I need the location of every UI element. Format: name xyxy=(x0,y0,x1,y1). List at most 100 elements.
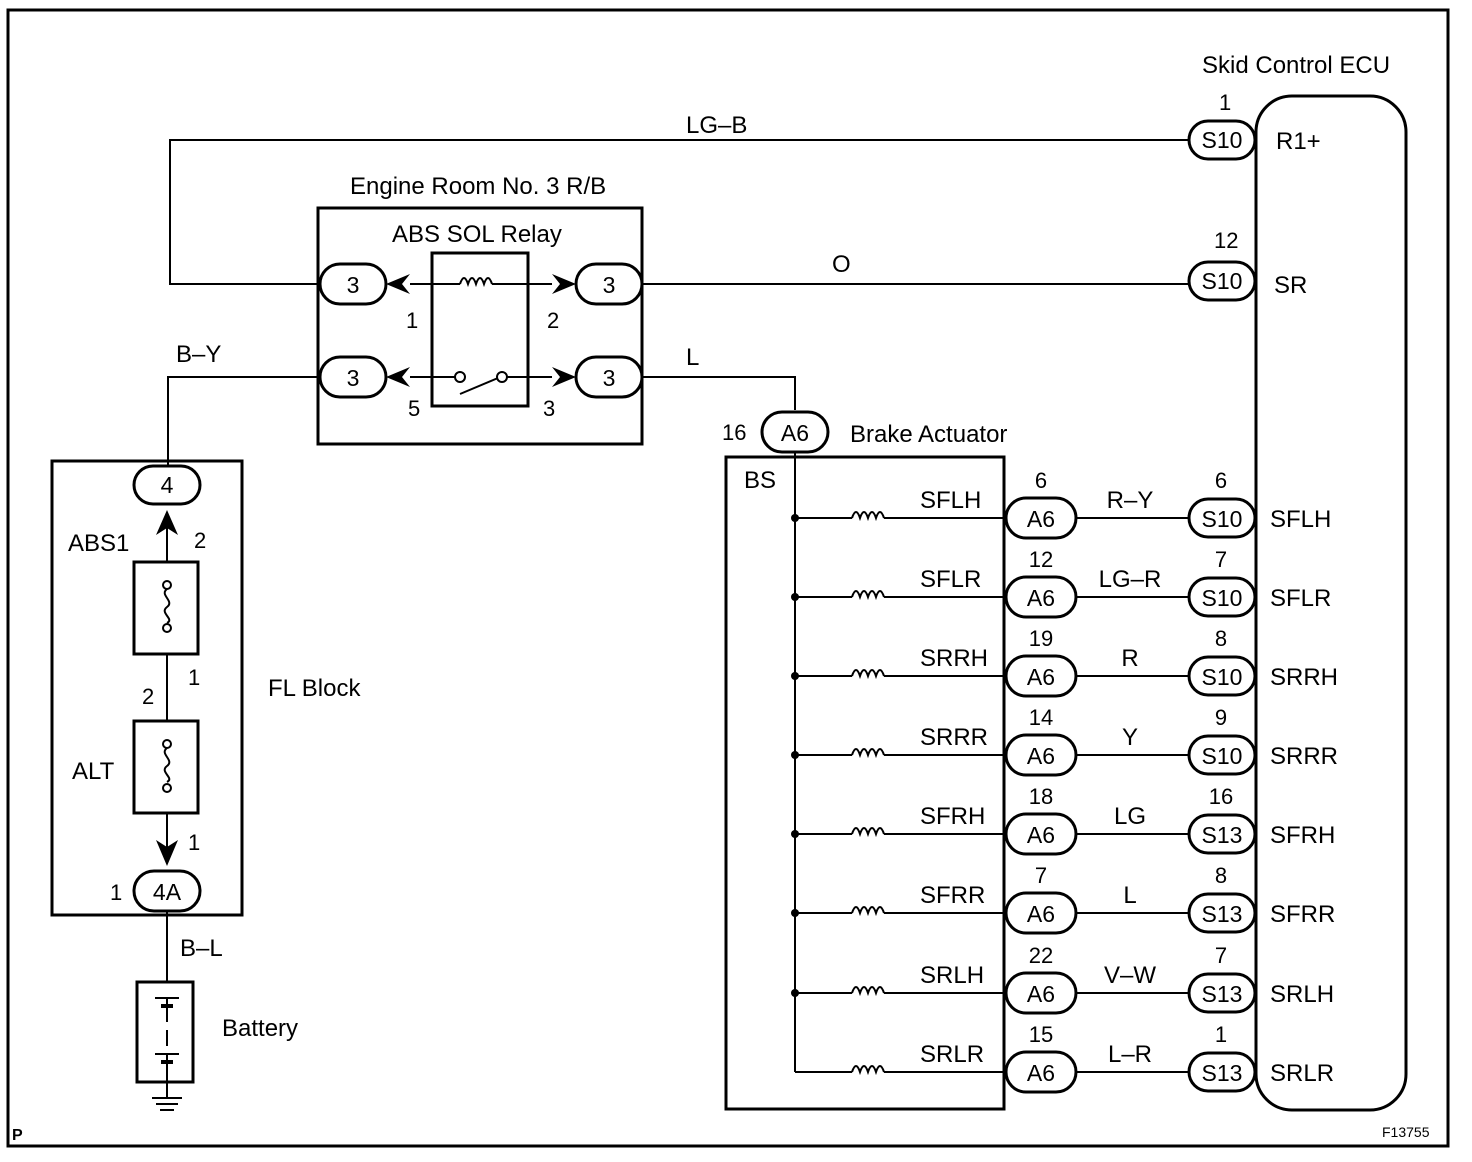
actuator-pin: 16 xyxy=(722,420,746,445)
actuator-row-connector-label: A6 xyxy=(1027,1060,1055,1086)
ecu-title: Skid Control ECU xyxy=(1202,52,1390,79)
wire-b-y xyxy=(167,376,320,466)
fl-block-frame xyxy=(50,459,244,917)
abs1-fuse-contact-top xyxy=(162,580,172,590)
battery-body xyxy=(135,980,195,1084)
solenoid-name: SFLH xyxy=(920,487,981,514)
ecu-sr-connector xyxy=(1187,260,1257,302)
fl-block-title: FL Block xyxy=(268,675,361,702)
alt-terminal-arrow xyxy=(156,840,178,866)
solenoid-coil-icon xyxy=(851,827,885,838)
signal-wire-color: R–Y xyxy=(1107,487,1154,514)
ecu-row-terminal: SFRR xyxy=(1270,901,1335,928)
ecu-sr-terminal: SR xyxy=(1274,272,1307,299)
relay-switch-blade-icon xyxy=(459,377,499,395)
fl-top-connector xyxy=(132,464,202,506)
fl-top-connector-label: 4 xyxy=(161,472,174,498)
wire-lg-b xyxy=(169,139,1189,285)
relay-terminal-3-arrow xyxy=(552,367,576,387)
ecu-row-connector-label: S13 xyxy=(1202,1060,1243,1086)
actuator-connector-label: A6 xyxy=(781,420,809,446)
ecu-row-pin: 6 xyxy=(1215,468,1227,493)
ecu-sr-pin: 12 xyxy=(1214,228,1238,253)
ecu-body xyxy=(1254,94,1408,1112)
relay-pin-5: 5 xyxy=(408,396,420,421)
ecu-row-connector xyxy=(1187,892,1257,934)
solenoid-coil-icon xyxy=(851,986,885,997)
ecu-row-connector xyxy=(1187,972,1257,1014)
signal-wire-color: L–R xyxy=(1108,1041,1152,1068)
ecu-r1-pin: 1 xyxy=(1219,90,1231,115)
solenoid-name: SFRR xyxy=(920,882,985,909)
actuator-row-connector-label: A6 xyxy=(1027,822,1055,848)
ecu-row-connector-label: S13 xyxy=(1202,901,1243,927)
ecu-r1-connector-label: S10 xyxy=(1202,127,1243,153)
solenoid-coil-icon xyxy=(851,1065,885,1076)
alt-pin-top: 2 xyxy=(142,684,154,709)
relay-conn-tl-label: 3 xyxy=(347,272,360,298)
solenoid-coil-icon xyxy=(851,669,885,680)
solenoid-coil-icon xyxy=(851,748,885,759)
relay-conn-br-label: 3 xyxy=(603,365,616,391)
actuator-row-pin: 6 xyxy=(1035,468,1047,493)
ecu-row-terminal: SFRH xyxy=(1270,822,1335,849)
ecu-row-connector-label: S13 xyxy=(1202,981,1243,1007)
alt-fuse-icon xyxy=(163,747,171,783)
ecu-row-connector xyxy=(1187,497,1257,539)
solenoid-name: SRRH xyxy=(920,645,988,672)
wire-lg-b-label: LG–B xyxy=(686,112,747,139)
actuator-row-pin: 14 xyxy=(1029,705,1053,730)
page-frame xyxy=(6,8,1450,1148)
actuator-title: Brake Actuator xyxy=(850,421,1007,448)
ecu-row-pin: 9 xyxy=(1215,705,1227,730)
relay-switch-contact-right xyxy=(496,371,508,383)
ecu-row-pin: 7 xyxy=(1215,943,1227,968)
relay-switch-contact-left xyxy=(454,371,466,383)
alt-label: ALT xyxy=(72,758,115,785)
relay-conn-tr-label: 3 xyxy=(603,272,616,298)
abs1-fuse-icon xyxy=(163,588,171,624)
solenoid-coil-icon xyxy=(851,511,885,522)
ecu-row-connector-label: S13 xyxy=(1202,822,1243,848)
ecu-row-connector-label: S10 xyxy=(1202,506,1243,532)
wire-o-label: O xyxy=(832,251,851,278)
wire-b-l-label: B–L xyxy=(180,935,223,962)
solenoid-coil-icon xyxy=(851,590,885,601)
signal-wire-color: V–W xyxy=(1104,962,1156,989)
relay-terminal-2-arrow xyxy=(552,274,576,294)
abs1-label: ABS1 xyxy=(68,530,129,557)
figure-id: F13755 xyxy=(1382,1124,1430,1140)
ecu-r1-terminal: R1+ xyxy=(1276,128,1321,155)
actuator-row-pin: 19 xyxy=(1029,626,1053,651)
solenoid-name: SFLR xyxy=(920,566,981,593)
solenoid-name: SRLR xyxy=(920,1041,984,1068)
ecu-row-terminal: SRLR xyxy=(1270,1060,1334,1087)
actuator-row-pin: 15 xyxy=(1029,1022,1053,1047)
ecu-row-pin: 1 xyxy=(1215,1022,1227,1047)
actuator-bs-label: BS xyxy=(744,467,776,494)
ecu-sr-connector-label: S10 xyxy=(1202,268,1243,294)
ecu-row-connector-label: S10 xyxy=(1202,585,1243,611)
corner-label: P xyxy=(12,1127,23,1144)
ecu-row-pin: 8 xyxy=(1215,863,1227,888)
relay-block-title: Engine Room No. 3 R/B xyxy=(350,173,606,200)
abs1-fuse-contact-bottom xyxy=(162,623,172,633)
ecu-row-pin: 7 xyxy=(1215,547,1227,572)
alt-fuse-contact-bottom xyxy=(162,783,172,793)
ecu-row-connector-label: S10 xyxy=(1202,664,1243,690)
relay-pin-2: 2 xyxy=(547,308,559,333)
actuator-row-pin: 7 xyxy=(1035,863,1047,888)
actuator-row-pin: 22 xyxy=(1029,943,1053,968)
ecu-row-connector-label: S10 xyxy=(1202,743,1243,769)
actuator-row-connector-label: A6 xyxy=(1027,743,1055,769)
ecu-row-pin: 8 xyxy=(1215,626,1227,651)
relay-block-frame xyxy=(316,206,644,446)
